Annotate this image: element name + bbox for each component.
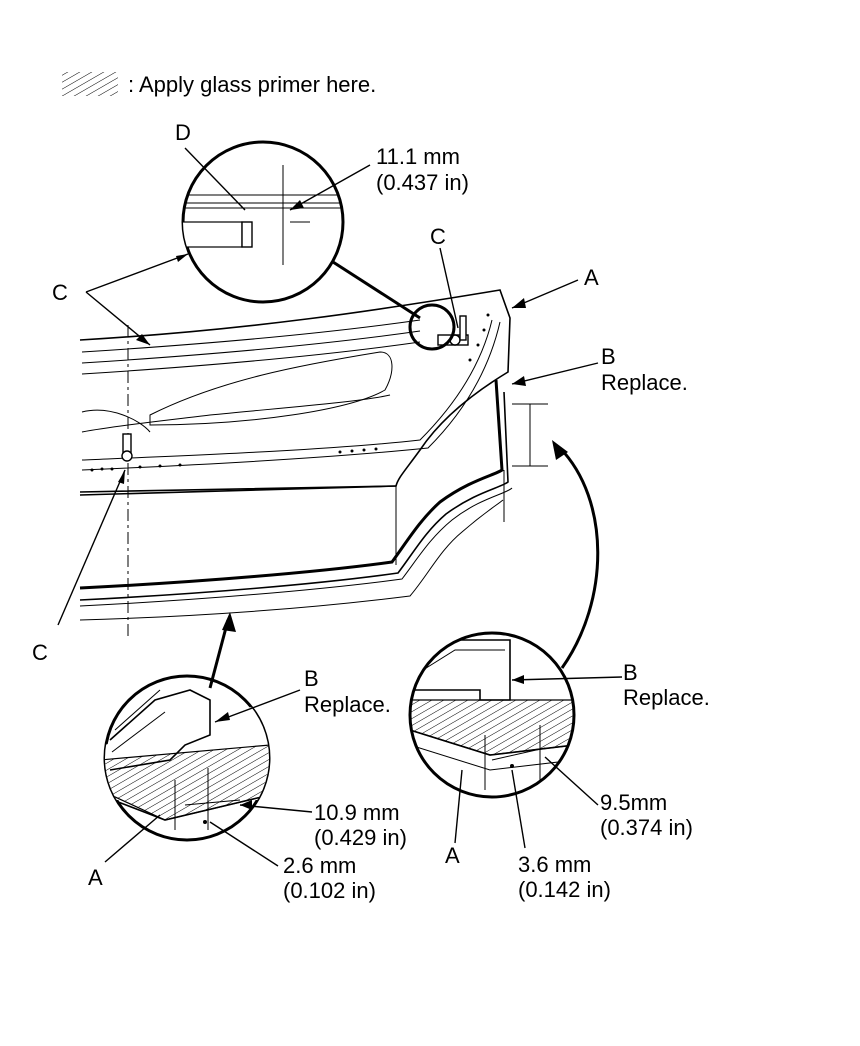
label-b-left: B — [304, 666, 319, 691]
leader-arrowheads — [118, 200, 526, 810]
fastener-hole-row — [90, 313, 490, 472]
height-dimension — [512, 403, 548, 467]
legend: : Apply glass primer here. — [62, 72, 376, 97]
label-b-top-note: Replace. — [601, 370, 688, 395]
dimension-d2-mm: 10.9 mm — [314, 800, 400, 825]
label-b-left-note: Replace. — [304, 692, 391, 717]
label-a-left: A — [88, 865, 103, 890]
dimension-d3-mm: 2.6 mm — [283, 853, 356, 878]
dimension-d4-in: (0.374 in) — [600, 815, 693, 840]
dimension-d1-mm: 11.1 mm — [376, 144, 460, 169]
legend-hatch-swatch — [62, 72, 118, 96]
dam-rubber — [79, 379, 513, 621]
dimension-d5-in: (0.142 in) — [518, 877, 611, 902]
label-a-top: A — [584, 265, 599, 290]
dimension-d2-in: (0.429 in) — [314, 825, 407, 850]
detail-circle-left — [103, 674, 271, 842]
dimension-d3-in: (0.102 in) — [283, 878, 376, 903]
label-b-top: B — [601, 344, 616, 369]
dimension-d5-mm: 3.6 mm — [518, 852, 591, 877]
label-c-top: C — [430, 224, 446, 249]
reference-arrows — [208, 440, 600, 689]
detail-circle-top — [181, 140, 456, 351]
label-c-left: C — [52, 280, 68, 305]
label-d: D — [175, 120, 191, 145]
label-b-right: B — [623, 660, 638, 685]
label-c-bottom: C — [32, 640, 48, 665]
detail-circle-right — [408, 631, 576, 799]
dimension-d1-in: (0.437 in) — [376, 170, 469, 195]
legend-text: : Apply glass primer here. — [128, 72, 376, 97]
dimension-d4-mm: 9.5mm — [600, 790, 667, 815]
label-a-right: A — [445, 843, 460, 868]
label-b-right-note: Replace. — [623, 685, 710, 710]
